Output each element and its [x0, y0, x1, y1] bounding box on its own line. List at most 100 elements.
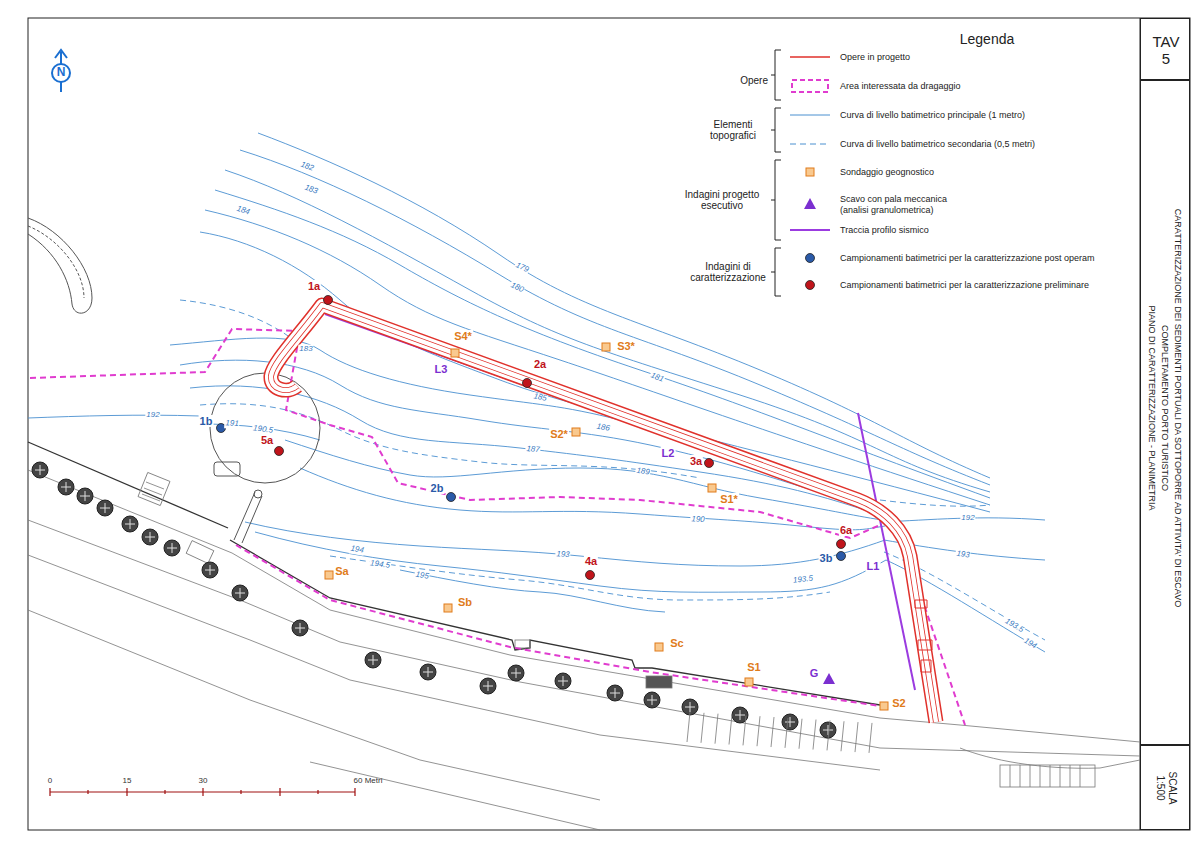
contour-line — [190, 386, 880, 515]
tree-mark — [511, 668, 521, 678]
tree-symbol — [420, 664, 436, 680]
small-pier — [234, 492, 262, 543]
contour-label: 186 — [595, 422, 612, 433]
tree-mark — [647, 695, 657, 705]
parking-stall — [869, 723, 872, 753]
parking-stall — [841, 721, 844, 751]
profile-label: L3 — [434, 363, 449, 375]
north-label: N — [57, 66, 66, 79]
legend-samples — [790, 57, 830, 290]
road-line — [28, 520, 1140, 756]
legend-bracket — [771, 248, 781, 296]
borehole-label: S1* — [719, 493, 739, 505]
contour-label: 194 — [349, 544, 366, 555]
scale-number: 30 — [199, 777, 208, 786]
parking-stalls — [1010, 765, 1080, 787]
tree-mark — [685, 702, 695, 712]
breakwater — [271, 305, 936, 722]
road-line — [28, 470, 1140, 742]
contour-label: 193.5 — [792, 574, 815, 585]
tree-symbol — [555, 673, 571, 689]
tree-mark — [823, 725, 833, 735]
legend-line-sample — [790, 229, 830, 231]
contour-label: 181 — [648, 371, 666, 385]
bathymetric-contours — [28, 133, 1045, 652]
contour-label: 183 — [298, 345, 313, 354]
road-line — [28, 555, 880, 770]
tree-symbol — [142, 529, 158, 545]
legend-text: Scavo con pala meccanica (analisi granul… — [840, 194, 970, 216]
borehole — [602, 343, 610, 351]
contour-label: 184 — [234, 204, 251, 217]
scale-number: 0 — [48, 777, 52, 786]
curved-pier-inner — [28, 226, 84, 298]
legend-text: Curva di livello batimetrico secondaria … — [840, 139, 1035, 150]
contour-line — [255, 532, 886, 592]
preliminary-sample — [523, 379, 532, 388]
borehole — [708, 484, 716, 492]
turning-basin — [210, 373, 320, 543]
breakwater-outline — [271, 305, 936, 722]
sheet-title: CARATTERIZZAZIONE DEI SEDIMENTI PORTUALI… — [1173, 209, 1183, 607]
scale-bar — [50, 788, 355, 796]
title-block-cell: SCALA 1:500 — [1140, 745, 1190, 830]
contour-line — [400, 570, 665, 612]
contour-line — [258, 133, 990, 478]
parking-stall — [785, 718, 788, 748]
contour-label: 185 — [532, 392, 549, 404]
tree-symbol — [820, 722, 836, 738]
ramp — [186, 541, 214, 564]
breakwater-core — [271, 305, 936, 722]
contour-label: 182 — [298, 160, 315, 174]
marina-structure — [28, 218, 92, 313]
borehole-label: Sc — [669, 637, 684, 649]
tree-symbol — [782, 714, 798, 730]
legend-bracket — [771, 108, 781, 152]
pier-head — [254, 490, 262, 498]
turning-circle — [210, 373, 320, 483]
legend-bracket — [771, 50, 781, 100]
contour-label: 193.5 — [1002, 617, 1025, 636]
tree-mark — [295, 623, 305, 633]
road-line — [310, 762, 600, 830]
tree-symbol — [644, 692, 660, 708]
north-arrow-shaft — [60, 52, 62, 64]
tree-mark — [368, 655, 378, 665]
legend-group: Indagini di caratterizzazione — [688, 261, 768, 283]
contour-line — [200, 232, 990, 512]
preliminary-sample — [275, 447, 284, 456]
title-block-cell: TAV 5 — [1140, 18, 1190, 80]
borehole-label: Sa — [334, 565, 349, 577]
excavation-pit — [823, 673, 835, 684]
parking-stall — [771, 717, 774, 747]
pier-float — [214, 462, 240, 476]
roads — [28, 470, 1140, 830]
parking-stall — [715, 714, 718, 744]
borehole — [745, 678, 753, 686]
legend-text: Opere in progetto — [840, 52, 910, 63]
tree-mark — [61, 482, 71, 492]
pit-label: G — [809, 667, 820, 679]
north-arrow-tail — [60, 82, 62, 92]
contour-label: 190 — [690, 515, 706, 525]
post-operam-sample — [447, 493, 456, 502]
legend-text: Campionamenti batimetrici per la caratte… — [840, 280, 1089, 291]
tree-symbol — [480, 678, 496, 694]
tree-symbol — [232, 585, 248, 601]
tree-mark — [235, 588, 245, 598]
contour-line-secondary — [330, 556, 830, 600]
contour-label: 195 — [414, 570, 431, 581]
sample-label: 2a — [533, 358, 547, 370]
tree-symbol — [164, 540, 180, 556]
legend-group: Opere — [740, 75, 768, 86]
contour-label: 189 — [635, 467, 651, 478]
tree-mark — [145, 532, 155, 542]
contour-label: 193 — [955, 550, 971, 561]
legend-borehole-sample — [806, 168, 814, 176]
sample-label: 4a — [584, 555, 598, 567]
stairs-steps — [142, 482, 164, 501]
preliminary-sample — [324, 296, 333, 305]
parking-stall — [827, 720, 830, 750]
breakwater-detail — [915, 600, 927, 608]
sheet-subtitle: PIANO DI CARATTERIZZAZIONE - PLANIMETRIA — [1147, 306, 1157, 511]
